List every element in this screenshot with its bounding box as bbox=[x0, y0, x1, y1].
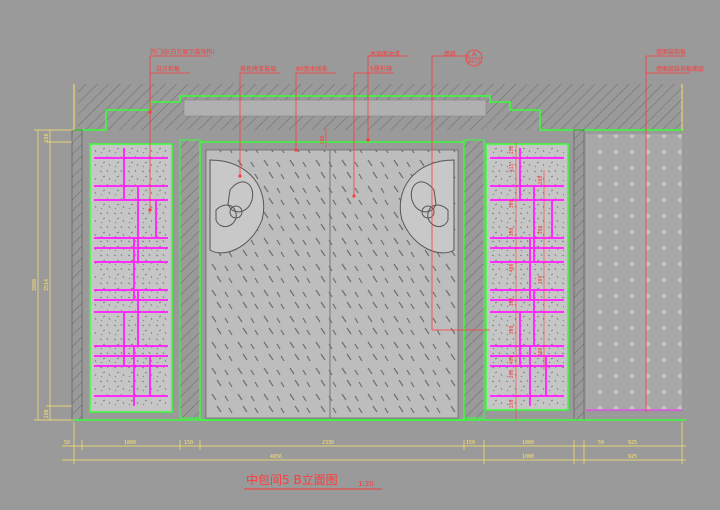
callout-label-8: 墙面层装饰板面层 bbox=[656, 65, 704, 73]
section-marker-letter: A bbox=[472, 51, 477, 58]
right-dim-label: 300 bbox=[509, 325, 515, 334]
dim-w-4: 150 bbox=[466, 440, 475, 446]
right-dim-label: 300 bbox=[509, 297, 515, 306]
callout-label-0: 开门线(白方展示装饰构) bbox=[150, 48, 215, 56]
dim-w-7: 925 bbox=[628, 440, 637, 446]
dim-w-0: 50 bbox=[64, 440, 70, 446]
dim-height-total: 2800 bbox=[32, 279, 38, 291]
callout-leaders bbox=[149, 55, 690, 412]
right-dim-label-2: 300 bbox=[538, 275, 544, 284]
right-dim-label-2: 100 bbox=[538, 175, 544, 184]
dim-height-top: 150 bbox=[44, 133, 50, 142]
right-dim-label-2: 300 bbox=[538, 347, 544, 356]
dim-wallpaper-width: 925 bbox=[628, 454, 637, 460]
callout-label-3: 80宽木线条 bbox=[296, 65, 328, 73]
right-dim-label: 150 bbox=[509, 399, 515, 408]
drawing-scale: 1:20 bbox=[358, 480, 374, 488]
right-display-panel bbox=[485, 143, 569, 411]
dim-right-panel-width: 1000 bbox=[522, 454, 534, 460]
dim-center-top: 100 bbox=[320, 135, 326, 144]
dim-w-1: 1000 bbox=[124, 440, 136, 446]
right-dim-label: 415 bbox=[509, 163, 515, 172]
dim-total-width: 4956 bbox=[270, 454, 282, 460]
callout-dots bbox=[148, 110, 370, 212]
dim-w-5: 1000 bbox=[522, 440, 534, 446]
dim-height-base: 150 bbox=[44, 409, 50, 418]
callout-label-5: 木饰面油漆 bbox=[370, 50, 400, 58]
right-dim-label: 300 bbox=[509, 199, 515, 208]
callout-label-4: 5厘彩镜 bbox=[370, 65, 392, 73]
right-dim-label: 400 bbox=[509, 263, 515, 272]
left-display-panel bbox=[89, 143, 173, 413]
callout-label-1: 白方柜板 bbox=[156, 65, 180, 73]
ceiling-section bbox=[73, 84, 684, 131]
bottom-dim-row-1: 50 1000 150 2330 150 1000 50 925 bbox=[64, 440, 637, 446]
right-dim-label-2: 100 bbox=[538, 225, 544, 234]
left-pilaster bbox=[179, 139, 201, 419]
section-marker-code: ID2-15 bbox=[467, 59, 481, 64]
callout-label-7: 墙面装饰板 bbox=[656, 48, 686, 56]
section-marker: A ID2-15 bbox=[465, 49, 483, 67]
right-dim-label: 300 bbox=[509, 369, 515, 378]
right-pilaster bbox=[463, 139, 485, 419]
left-wall-section bbox=[71, 129, 83, 421]
left-panel-grid-lines bbox=[94, 148, 168, 406]
right-dim-label: 400 bbox=[509, 355, 515, 364]
right-dim-label: 150 bbox=[509, 145, 515, 154]
left-dimension-lines bbox=[34, 129, 74, 421]
bottom-dimension-lines bbox=[62, 422, 686, 464]
center-door bbox=[199, 141, 465, 421]
callout-label-2: 茶色烤漆玻璃 bbox=[240, 65, 276, 73]
right-dimension-lines bbox=[515, 142, 545, 420]
drawing-title: 中包间5 B立面图 bbox=[246, 472, 338, 487]
dim-height-door: 2514 bbox=[44, 279, 50, 291]
right-dim-label: 300 bbox=[509, 227, 515, 236]
dim-w-3: 2330 bbox=[322, 440, 334, 446]
callout-label-6: 墙纸 bbox=[444, 50, 456, 58]
dim-w-6: 50 bbox=[598, 440, 604, 446]
right-ornament bbox=[399, 159, 455, 254]
left-ornament bbox=[209, 159, 265, 254]
right-wall-section bbox=[573, 129, 585, 421]
right-dimension-labels: 150 415 300 300 400 300 300 400 300 150 bbox=[509, 145, 515, 408]
dim-w-2: 150 bbox=[184, 440, 193, 446]
right-panel-grid-lines bbox=[490, 148, 564, 406]
right-dimension-labels-2: 100 100 300 300 bbox=[538, 175, 544, 356]
